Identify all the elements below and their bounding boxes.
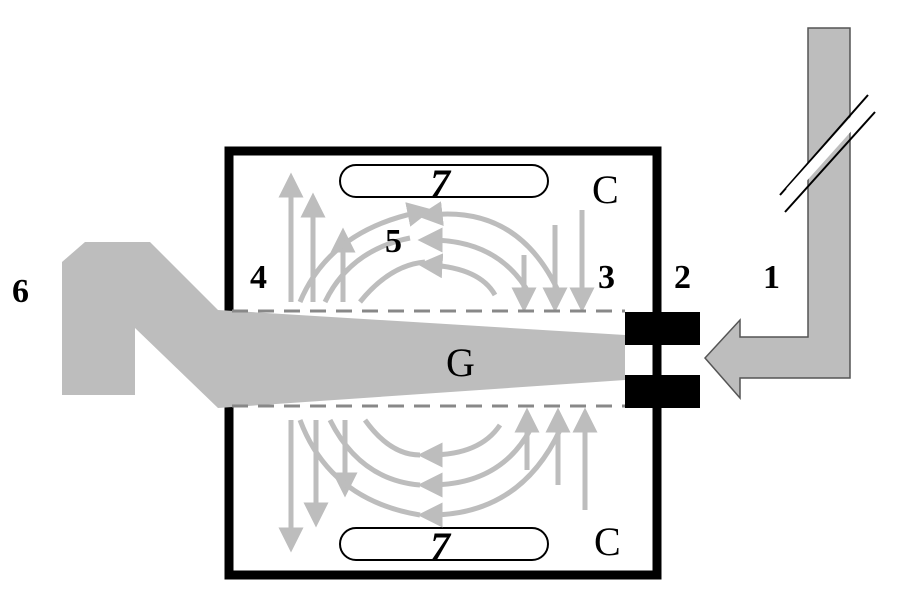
label-7-bottom: 7 <box>430 524 452 569</box>
break-mark <box>784 111 876 213</box>
label-c-top: C <box>592 167 619 212</box>
feed-pipe <box>703 27 851 400</box>
label-c-bottom: C <box>594 519 621 564</box>
element-7-bottom <box>339 527 549 561</box>
flow-arrows-top <box>278 172 595 313</box>
nozzle-top <box>625 312 700 345</box>
label-6: 6 <box>12 273 29 310</box>
break-mark <box>779 94 869 196</box>
label-2: 2 <box>674 259 691 296</box>
element-7-top <box>339 164 549 198</box>
label-4: 4 <box>250 259 267 296</box>
label-3: 3 <box>598 259 615 296</box>
gas-plume <box>62 242 625 408</box>
break-gap <box>786 101 872 196</box>
label-7-top: 7 <box>430 161 452 206</box>
flow-arrows-bottom <box>278 407 598 553</box>
label-1: 1 <box>763 259 780 296</box>
nozzle-bottom <box>625 375 700 408</box>
label-5: 5 <box>385 223 402 260</box>
label-g: G <box>446 340 475 385</box>
